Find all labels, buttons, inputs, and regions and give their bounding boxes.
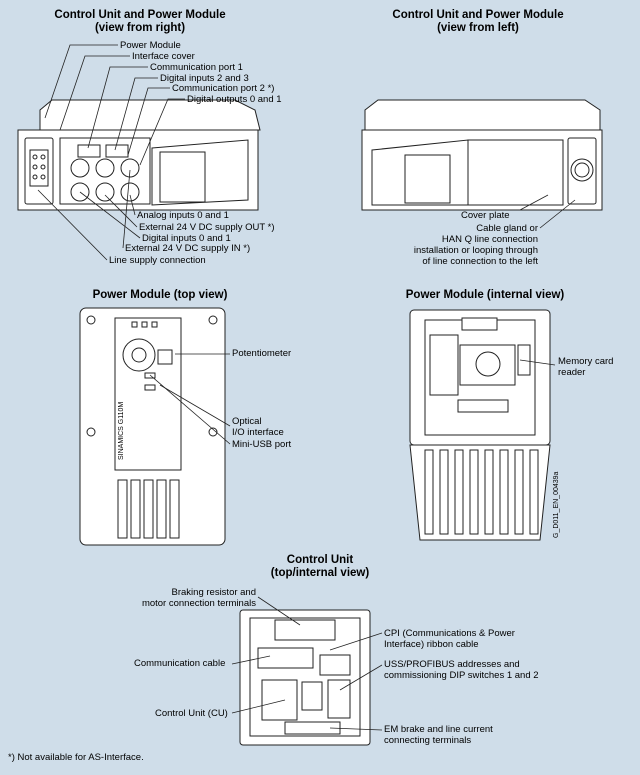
label-line: reader: [558, 367, 586, 378]
label-line: connecting terminals: [384, 735, 472, 746]
label-ext-24v-out: External 24 V DC supply OUT *): [139, 222, 275, 233]
label-control-unit: Control Unit (CU): [155, 708, 228, 719]
pm-internal-device: [409, 309, 551, 541]
title-cu-pm-right: Control Unit and Power Module (view from…: [40, 9, 240, 35]
label-uss-profibus: USS/PROFIBUS addresses and commissioning…: [384, 659, 539, 681]
title-line: Control Unit and Power Module: [392, 9, 564, 21]
label-braking-resistor: Braking resistor and motor connection te…: [138, 587, 256, 609]
label-line: Interface) ribbon cable: [384, 639, 479, 650]
title-line: Control Unit: [286, 554, 354, 566]
label-digital-outputs-0-1: Digital outputs 0 and 1: [187, 94, 282, 105]
title-line: Control Unit and Power Module: [54, 9, 226, 21]
title-line: (view from right): [94, 22, 186, 34]
device-left-view: [361, 99, 603, 211]
title-line: (view from left): [437, 22, 519, 34]
label-line: installation or looping through: [413, 245, 538, 256]
label-memory-card: Memory card reader: [558, 356, 613, 378]
label-line: USS/PROFIBUS addresses and: [384, 659, 520, 670]
device-right-view: [17, 99, 261, 211]
label-cpi-ribbon: CPI (Communications & Power Interface) r…: [384, 628, 515, 650]
label-comm-port-2: Communication port 2 *): [172, 83, 275, 94]
label-interface-cover: Interface cover: [132, 51, 195, 62]
label-cable-gland: Cable gland or HAN Q line connection ins…: [368, 223, 538, 267]
label-comm-cable: Communication cable: [134, 658, 226, 669]
footnote: *) Not available for AS-Interface.: [8, 752, 144, 763]
title-pm-top: Power Module (top view): [92, 289, 228, 301]
label-line: CPI (Communications & Power: [384, 628, 515, 639]
label-line: motor connection terminals: [141, 598, 256, 609]
label-line: EM brake and line current: [384, 724, 493, 735]
label-comm-port-1: Communication port 1: [150, 62, 243, 73]
figure-id: G_D011_EN_00439a: [553, 471, 560, 538]
label-mini-usb: Mini-USB port: [232, 439, 292, 450]
label-power-module: Power Module: [120, 40, 181, 51]
title-cu-top: Control Unit (top/internal view): [230, 554, 410, 580]
label-optical-io: Optical I/O interface: [232, 416, 284, 438]
label-line: Memory card: [558, 356, 614, 367]
label-cover-plate: Cover plate: [461, 210, 510, 221]
label-analog-inputs-0-1: Analog inputs 0 and 1: [137, 210, 229, 221]
label-digital-inputs-0-1: Digital inputs 0 and 1: [142, 233, 231, 244]
label-line: Braking resistor and: [171, 587, 256, 598]
label-line: I/O interface: [232, 427, 284, 438]
pm-top-device: [79, 307, 226, 546]
label-line: HAN Q line connection: [441, 234, 538, 245]
label-line: commissioning DIP switches 1 and 2: [384, 670, 539, 681]
title-line: (top/internal view): [270, 567, 370, 579]
cu-top-device: [239, 609, 371, 746]
title-pm-internal: Power Module (internal view): [405, 289, 565, 301]
label-line: Cable gland or: [476, 223, 538, 234]
label-line: of line connection to the left: [422, 256, 538, 267]
label-potentiometer: Potentiometer: [232, 348, 292, 359]
label-line-supply: Line supply connection: [109, 255, 206, 266]
label-line: Optical: [232, 416, 262, 427]
label-ext-24v-in: External 24 V DC supply IN *): [125, 243, 251, 254]
label-em-brake: EM brake and line current connecting ter…: [384, 724, 493, 746]
label-digital-inputs-2-3: Digital inputs 2 and 3: [160, 73, 249, 84]
title-cu-pm-left: Control Unit and Power Module (view from…: [378, 9, 578, 35]
brand-label: SINAMICS G110M: [118, 401, 125, 460]
